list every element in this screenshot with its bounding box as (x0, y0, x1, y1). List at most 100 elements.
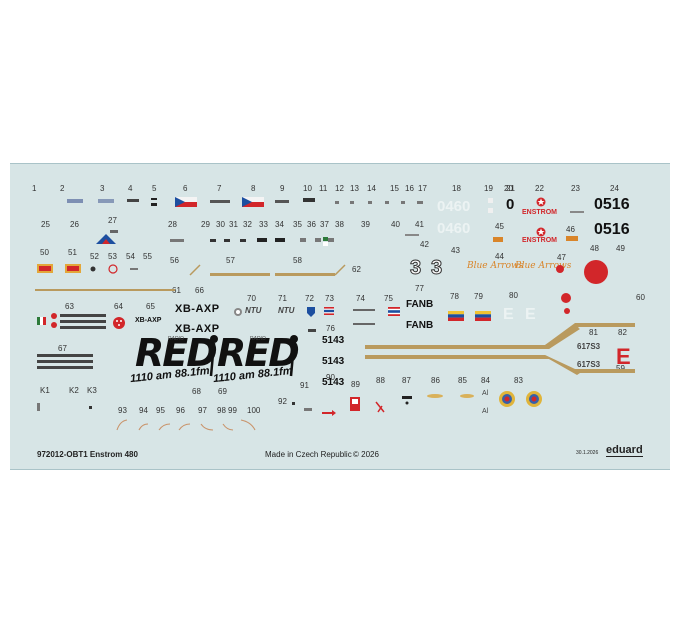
fanb-marking-a: FANB (406, 299, 434, 310)
ghost-number-0460-a: 0460 (437, 198, 471, 215)
decal-number-21: 21 (506, 184, 515, 193)
decal-number-93: 93 (118, 406, 127, 415)
decal-number-24: 24 (610, 184, 619, 193)
small-decal-9 (275, 200, 289, 203)
decal-number-40: 40 (391, 220, 400, 229)
arc-decals-93-100 (116, 419, 256, 431)
decal-number-65: 65 (146, 302, 155, 311)
red-radio-logo-a: RED (135, 331, 218, 375)
small-decal-37 (323, 237, 328, 246)
decal-number-85: 85 (458, 376, 467, 385)
decal-number-3: 3 (100, 184, 105, 193)
decal-number-67: 67 (58, 344, 67, 353)
decal-number-12: 12 (335, 184, 344, 193)
gold-ornaments-85-86 (427, 394, 474, 398)
digit-3-b: 3 (430, 257, 443, 280)
roundel-83b (526, 391, 542, 407)
small-decal-40 (405, 234, 419, 236)
small-decal-27 (110, 230, 118, 233)
stencil-row1 (335, 201, 423, 204)
decal-number-50: 50 (40, 248, 49, 257)
red-dot-49 (561, 293, 571, 303)
decal-number-43: 43 (451, 246, 460, 255)
red-radio-logo-b: RED (217, 331, 300, 375)
roundel-83a (499, 391, 515, 407)
decal-number-99: 99 (228, 406, 237, 415)
sub-label-al-b: Al (482, 408, 489, 415)
decal-number-30: 30 (216, 220, 225, 229)
decal-number-45: 45 (495, 222, 504, 231)
small-decal-46 (566, 236, 578, 241)
decal-number-6: 6 (183, 184, 188, 193)
decal-number-k2: K2 (69, 386, 79, 395)
registration-xb-axp-b: XB-AXP (175, 323, 220, 335)
arrows-roundel-64 (113, 317, 125, 329)
small-decal-52 (90, 266, 96, 272)
round-stencil-70 (234, 308, 242, 316)
decal-number-39: 39 (361, 220, 370, 229)
decal-number-17: 17 (418, 184, 427, 193)
small-decal-2 (67, 199, 83, 203)
decal-number-33: 33 (259, 220, 268, 229)
decal-number-32: 32 (243, 220, 252, 229)
enstrom-logo-b: ENSTROM (522, 237, 557, 244)
copyright-label: © 2026 (353, 450, 379, 459)
code-5143-c: 5143 (322, 377, 345, 388)
red-dot-47 (556, 265, 564, 273)
decal-number-81: 81 (589, 328, 598, 337)
decal-number-98: 98 (217, 406, 226, 415)
decal-number-23: 23 (571, 184, 580, 193)
decal-number-49: 49 (616, 244, 625, 253)
stencil-88-92 (292, 396, 412, 416)
registration-xb-axp-a: XB-AXP (175, 303, 220, 315)
ghost-letter-e-b: E (525, 306, 536, 323)
decal-number-94: 94 (139, 406, 148, 415)
decal-number-90: 90 (326, 373, 335, 382)
yellow-badge-50 (37, 264, 53, 273)
decal-number-54: 54 (126, 252, 135, 261)
decal-number-76: 76 (326, 324, 335, 333)
code-617s3-b: 617S3 (577, 360, 601, 369)
decal-number-41: 41 (415, 220, 424, 229)
gold-stripes-59-60 (365, 323, 635, 375)
decal-number-52: 52 (90, 252, 99, 261)
decal-number-82: 82 (618, 328, 627, 337)
microphone-icon-b (289, 335, 298, 377)
decal-number-62: 62 (352, 265, 361, 274)
decal-number-55: 55 (143, 252, 152, 261)
venezuela-flag-79 (475, 311, 491, 321)
decal-number-71: 71 (278, 294, 287, 303)
decal-number-9: 9 (280, 184, 285, 193)
sheet-code-title: 972012-OBT1 Enstrom 480 (37, 450, 138, 459)
decal-number-92: 92 (278, 397, 287, 406)
code-5143-a: 5143 (322, 335, 345, 346)
decal-number-37: 37 (320, 220, 329, 229)
decal-number-19: 19 (484, 184, 493, 193)
decal-number-75: 75 (384, 294, 393, 303)
decal-number-64: 64 (114, 302, 123, 311)
czech-flag-8 (242, 197, 264, 207)
decal-number-80: 80 (509, 291, 518, 300)
enstrom-star-icon-b (536, 227, 546, 237)
decal-number-15: 15 (390, 184, 399, 193)
yellow-badge-51 (65, 264, 81, 273)
red-dot-49b (564, 308, 570, 314)
decal-number-27: 27 (108, 216, 117, 225)
decal-number-10: 10 (303, 184, 312, 193)
decal-number-53: 53 (108, 252, 117, 261)
decal-number-k3: K3 (87, 386, 97, 395)
decal-number-11: 11 (319, 184, 328, 193)
tail-digit-0: 0 (506, 196, 515, 213)
small-decal-7 (210, 200, 230, 203)
decal-number-96: 96 (176, 406, 185, 415)
decal-number-13: 13 (350, 184, 359, 193)
ntu-logo-a: NTU (245, 306, 262, 315)
decal-number-79: 79 (474, 292, 483, 301)
decal-number-34: 34 (275, 220, 284, 229)
red-disc-48 (584, 260, 608, 284)
decal-number-1: 1 (32, 184, 37, 193)
decal-number-74: 74 (356, 294, 365, 303)
venezuela-flag-78 (448, 311, 464, 321)
decal-number-20: 20 (504, 184, 513, 193)
